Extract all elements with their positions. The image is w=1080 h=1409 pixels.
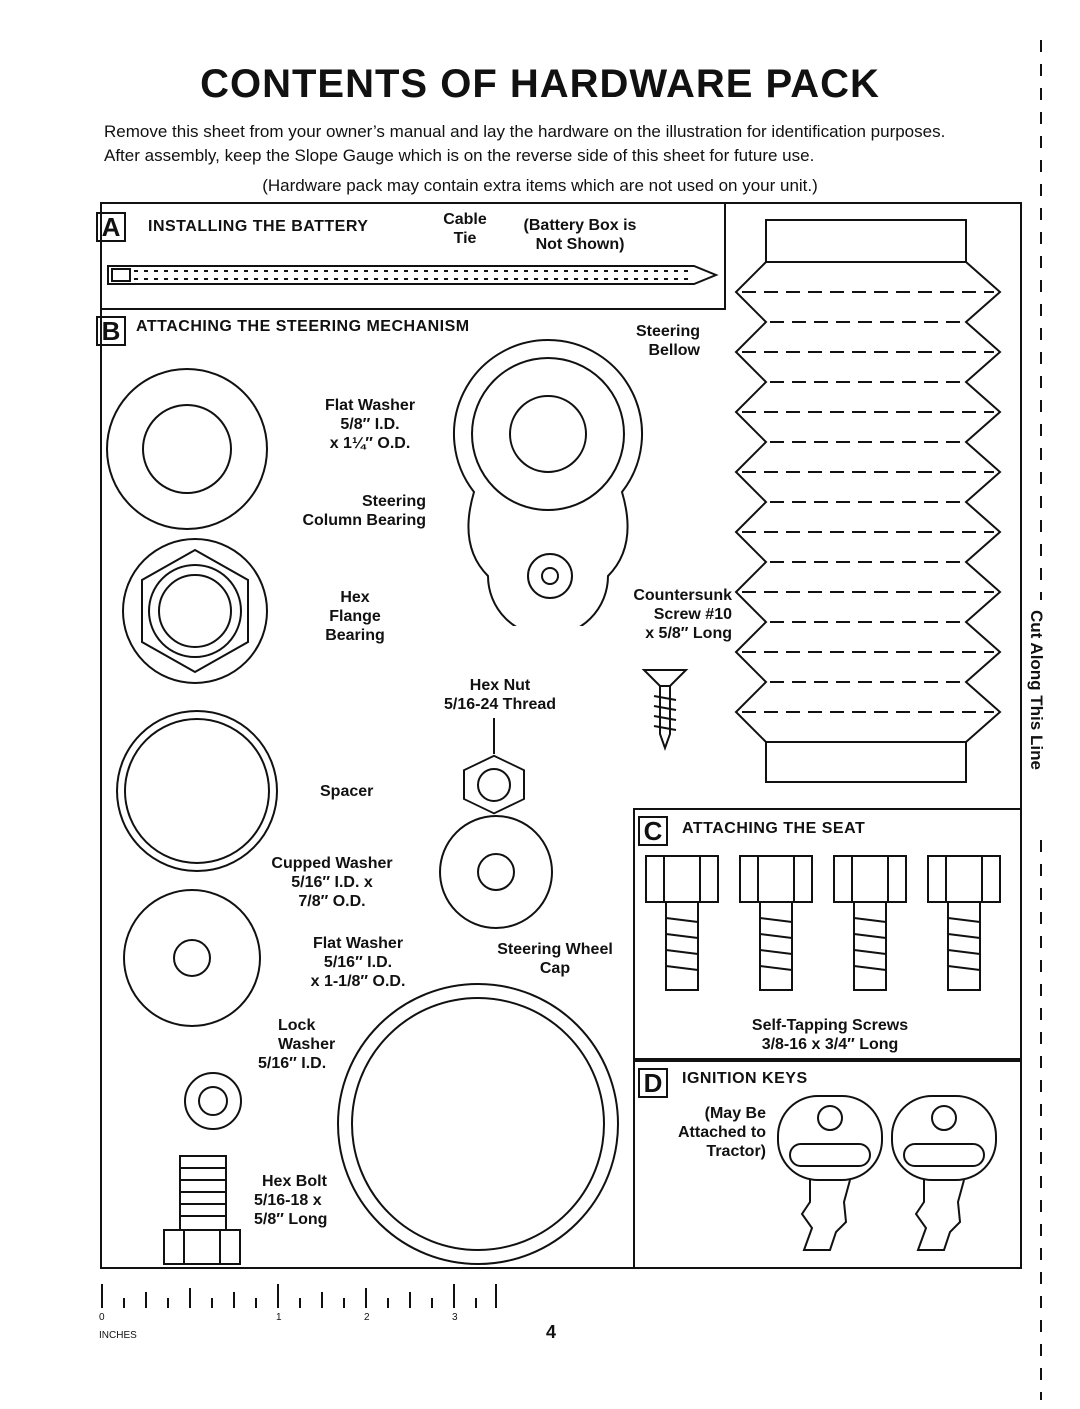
wheel-cap-illustration [337,983,619,1265]
battery-box-note: (Battery Box is Not Shown) [510,216,650,254]
cable-tie-label: Cable Tie [430,210,500,248]
section-a-heading: INSTALLING THE BATTERY [148,218,369,235]
ruler-tick-2: 2 [364,1312,370,1323]
hex-flange-label-3: Bearing [325,627,385,644]
countersunk-screw-label: Countersunk Screw #10 x 5/8″ Long [604,586,732,643]
column-bearing-illustration [452,338,644,626]
spacer-label: Spacer [320,783,374,800]
battery-note-2: Not Shown) [535,236,625,253]
ruler-unit: INCHES [99,1330,137,1341]
section-b-letter: B [96,316,126,346]
countersunk-screw-illustration [641,669,689,751]
hex-bolt-label-2: 5/16-18 x [254,1192,322,1209]
section-a-box [100,202,726,310]
hex-bolt-label-3: 5/8″ Long [254,1211,328,1228]
lock-washer-label: Lock Washer 5/16″ I.D. [258,1016,348,1073]
hex-flange-label: Hex Flange Bearing [312,588,398,645]
hex-nut-label-1: Hex Nut [469,677,531,694]
wheel-cap-label-1: Steering Wheel [497,941,613,958]
countersunk-label-3: x 5/8″ Long [645,625,732,642]
hex-bolt-illustration [163,1155,241,1265]
keys-note-2: Attached to [678,1124,766,1141]
hex-bolt-label-1: Hex Bolt [262,1173,327,1190]
hex-flange-label-1: Hex [340,589,370,606]
section-c-letter: C [638,816,668,846]
flat-washer-small-illustration [123,889,261,1027]
lock-washer-label-1: Lock [278,1017,316,1034]
section-a-letter: A [96,212,126,242]
page-title: CONTENTS OF HARDWARE PACK [200,62,880,106]
self-tapping-label-1: Self-Tapping Screws [751,1017,909,1034]
keys-note-1: (May Be [704,1105,766,1122]
self-tapping-screws-illustration [645,855,1001,991]
page-number: 4 [546,1322,557,1342]
cable-tie-label-1: Cable [443,211,487,228]
steering-bellow-label-2: Bellow [648,342,700,359]
spacer-illustration [116,710,278,872]
flat-washer-label-2: 5/8″ I.D. [340,416,400,433]
hex-flange-label-2: Flange [329,608,381,625]
cable-tie-illustration [107,265,719,285]
flat-washer-label-3: x 1¼″ O.D. [329,435,411,452]
lock-washer-label-2: Washer [278,1036,336,1053]
keys-note: (May Be Attached to Tractor) [652,1104,766,1161]
wheel-cap-label-2: Cap [539,960,571,977]
hex-flange-illustration [122,538,268,684]
flat-washer-small-label-3: x 1-1/8″ O.D. [310,973,406,990]
wheel-cap-label: Steering Wheel Cap [480,940,630,978]
flat-washer-small-label-2: 5/16″ I.D. [323,954,393,971]
flat-washer-small-label: Flat Washer 5/16″ I.D. x 1-1/8″ O.D. [296,934,420,991]
cupped-washer-label-2: 5/16″ I.D. x [291,874,373,891]
section-d-box [633,1058,1022,1269]
hex-bolt-label: Hex Bolt 5/16-18 x 5/8″ Long [254,1172,354,1229]
keys-note-3: Tractor) [706,1143,766,1160]
extra-items-note: (Hardware pack may contain extra items w… [262,176,818,195]
self-tapping-label: Self-Tapping Screws 3/8-16 x 3/4″ Long [730,1016,930,1054]
section-c-box [633,808,1022,1062]
cupped-washer-label: Cupped Washer 5/16″ I.D. x 7/8″ O.D. [252,854,412,911]
hex-nut-illustration [463,718,525,815]
hex-nut-label-2: 5/16-24 Thread [443,696,557,713]
cut-line-label: Cut Along This Line [1027,610,1046,770]
self-tapping-label-2: 3/8-16 x 3/4″ Long [761,1036,899,1053]
ruler-tick-3: 3 [452,1312,458,1323]
cable-tie-label-2: Tie [453,230,477,247]
section-d-letter: D [638,1068,668,1098]
flat-washer-illustration [106,368,268,530]
countersunk-label-1: Countersunk [633,587,732,604]
steering-bellow-label: Steering Bellow [600,322,700,360]
inch-ruler [101,1284,497,1308]
column-bearing-label-2: Column Bearing [302,512,426,529]
intro-line-1: Remove this sheet from your owner’s manu… [104,122,946,141]
flat-washer-label-1: Flat Washer [324,397,416,414]
countersunk-label-2: Screw #10 [653,606,732,623]
steering-bellow-label-1: Steering [635,323,700,340]
column-bearing-label-1: Steering [361,493,426,510]
flat-washer-small-label-1: Flat Washer [312,935,404,952]
lock-washer-label-3: 5/16″ I.D. [258,1055,327,1072]
steering-bellow-illustration [734,219,1002,783]
cupped-washer-label-1: Cupped Washer [271,855,393,872]
cupped-washer-label-3: 7/8″ O.D. [298,893,366,910]
section-c-heading: ATTACHING THE SEAT [682,820,866,837]
flat-washer-label: Flat Washer 5/8″ I.D. x 1¼″ O.D. [308,396,432,453]
ruler-tick-1: 1 [276,1312,282,1323]
column-bearing-label: Steering Column Bearing [250,492,426,530]
intro-text: Remove this sheet from your owner’s manu… [104,120,1044,168]
cut-line [1040,40,1042,1400]
section-b-heading: ATTACHING THE STEERING MECHANISM [136,318,470,335]
battery-note-1: (Battery Box is [523,217,637,234]
intro-line-2: After assembly, keep the Slope Gauge whi… [104,146,815,165]
section-d-heading: IGNITION KEYS [682,1070,808,1087]
hex-nut-label: Hex Nut 5/16-24 Thread [420,676,580,714]
lock-washer-illustration [184,1072,242,1130]
ignition-keys-illustration [777,1095,997,1251]
cupped-washer-illustration [439,815,553,929]
ruler-tick-0: 0 [99,1312,105,1323]
